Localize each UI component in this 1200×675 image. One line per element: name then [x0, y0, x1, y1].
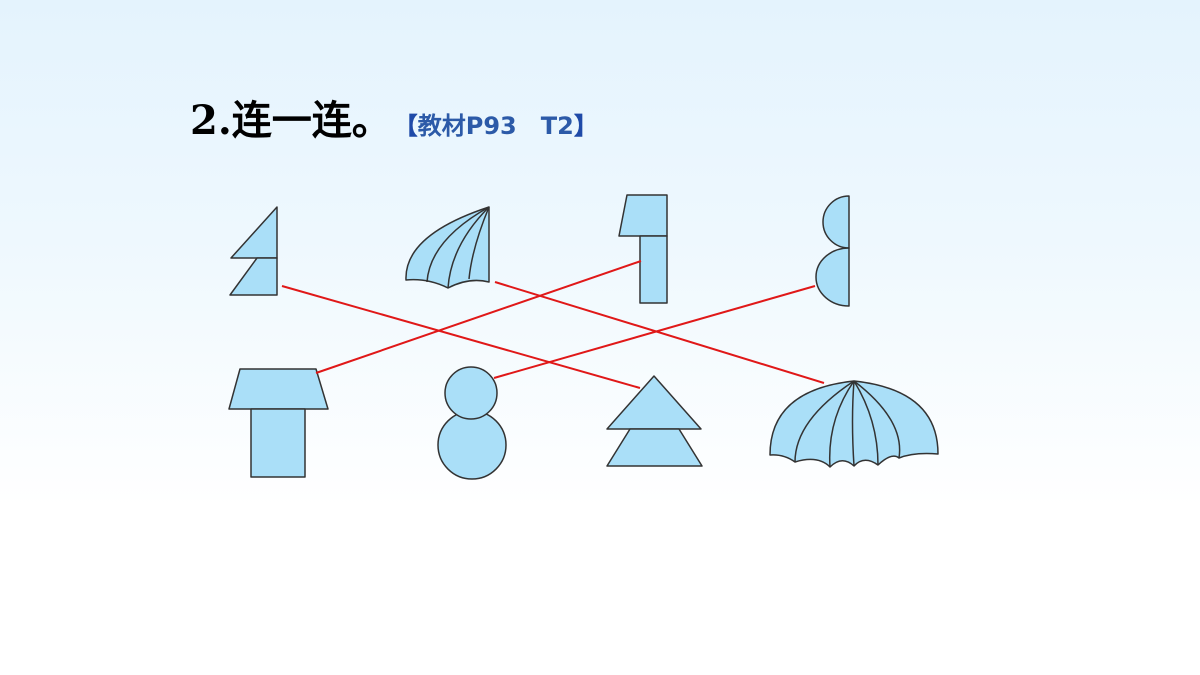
question-text: 连一连。	[231, 97, 392, 144]
question-title: 2. 连一连。 【教材P93 T2】	[190, 88, 598, 146]
ref-open-bracket: 【	[393, 112, 418, 140]
arrow-tree-shape[interactable]	[606, 375, 703, 467]
half-house-shape[interactable]	[618, 194, 668, 304]
match-line-umbrella	[494, 281, 825, 384]
half-arrow-tree-shape[interactable]	[229, 206, 278, 296]
match-line-arrow-tree	[281, 285, 641, 389]
match-line-house	[315, 260, 642, 374]
textbook-reference: 【教材P93 T2】	[394, 106, 598, 141]
question-number: 2.	[190, 97, 232, 144]
snowman-shape[interactable]	[437, 366, 507, 480]
match-line-snowman	[493, 285, 816, 379]
umbrella-shape[interactable]	[769, 380, 939, 468]
half-umbrella-shape[interactable]	[405, 206, 490, 289]
ref-text: 教材P93 T2	[417, 112, 574, 140]
half-snowman-shape[interactable]	[815, 195, 850, 307]
house-shape[interactable]	[228, 368, 329, 478]
ref-close-bracket: 】	[573, 112, 598, 140]
